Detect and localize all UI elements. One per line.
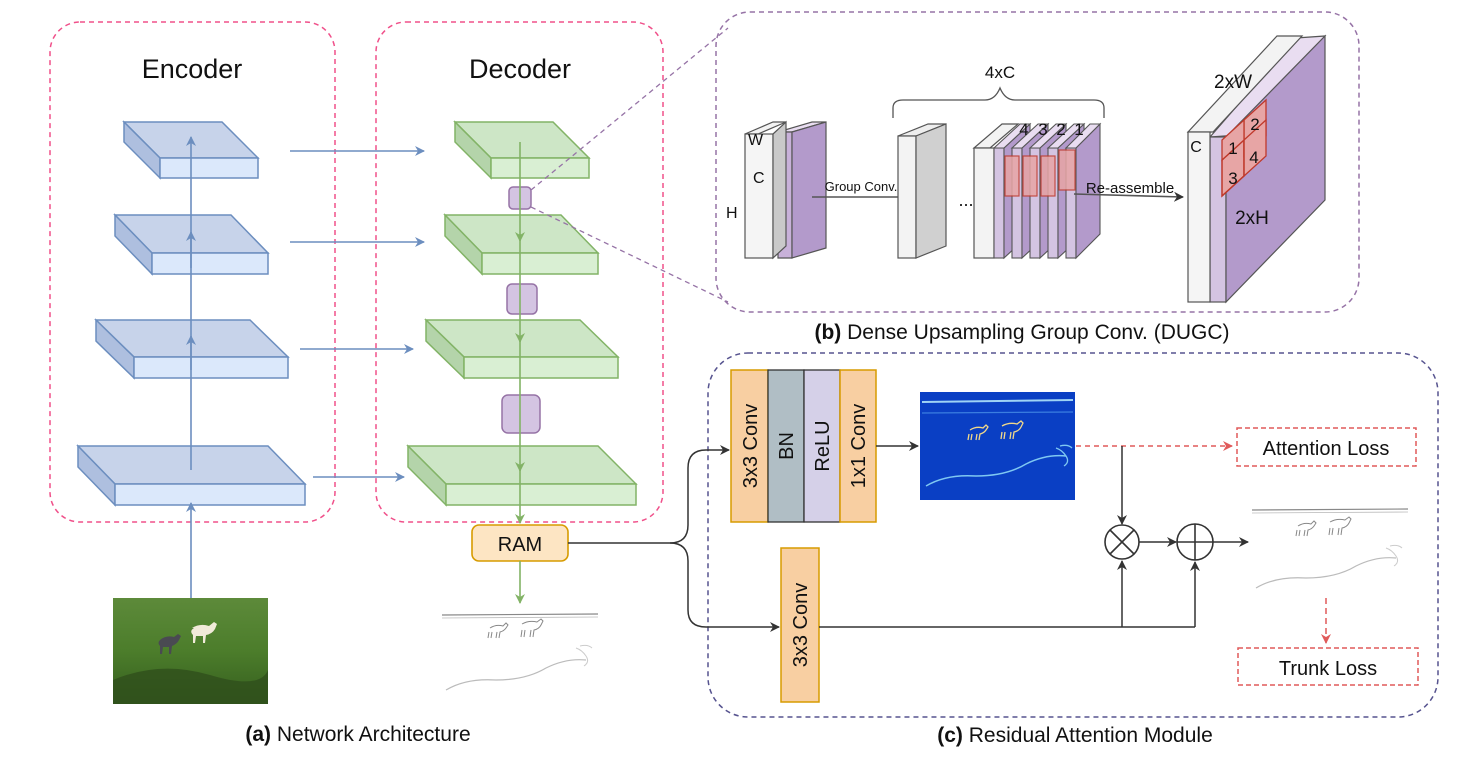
panel-c-residual-attention: 3x3 Conv BN ReLU 1x1 Conv Attention Loss [568,352,1439,747]
output-w-label: 2xW [1214,72,1252,93]
trunk-loss-label: Trunk Loss [1279,658,1377,680]
caption-c: (c) Residual Attention Module [937,724,1213,747]
group-conv-label: Group Conv. [825,179,898,194]
dugc-dashed-box [715,11,1360,313]
input-c-label: C [753,170,765,187]
encoder-title: Encoder [142,54,243,84]
decoder-layer-1 [453,120,591,180]
attention-loss-label: Attention Loss [1263,438,1390,460]
panel-b-dugc: W C H Group Conv. ... 4xC [530,11,1360,344]
output-c-label: C [1190,139,1202,156]
decoder-layer-3 [424,318,620,380]
stacked-tensors [972,122,1102,260]
dugc-block-2 [506,283,538,315]
stack-number-3: 3 [1038,120,1047,139]
encoder-layer-3 [94,318,290,380]
input-photo-horses [113,598,268,704]
conv1x1-block [839,369,877,523]
stack-number-4: 4 [1019,120,1028,139]
brace-label: 4xC [985,63,1015,82]
conv1x1-label: 1x1 Conv [848,404,870,489]
dugc-block-3 [501,394,541,434]
trunk-loss-box [1237,647,1419,686]
ram-label: RAM [498,534,542,556]
relu-block [803,369,841,523]
grid-number-4: 4 [1249,148,1258,167]
panel-a-network-architecture: Encoder Decoder [49,21,664,746]
dots: ... [958,190,973,210]
output-tensor [1186,34,1327,304]
zoom-line-bottom [530,206,729,303]
attention-loss-box [1236,427,1417,467]
intermediate-tensor [897,123,947,259]
input-w-label: W [748,132,764,149]
add-operator [1176,523,1214,561]
ram-dashed-box [707,352,1439,718]
decoder-layer-4 [406,444,638,507]
relu-label: ReLU [812,420,834,471]
caption-a: (a) Network Architecture [245,723,470,746]
grid-number-3: 3 [1228,169,1237,188]
stack-number-2: 2 [1056,120,1065,139]
decoder-title: Decoder [469,54,571,84]
reassemble-label: Re-assemble [1086,180,1174,197]
attention-map-image [920,392,1075,500]
grid-number-1: 1 [1228,139,1237,158]
bn-label: BN [776,432,798,460]
decoder-layer-2 [443,213,600,276]
output-h-label: 2xH [1235,208,1269,229]
ram-to-skip-branch [669,542,780,632]
grid-number-2: 2 [1250,115,1259,134]
encoder-layer-1 [122,120,260,180]
multiply-operator [1104,524,1140,560]
bn-block [767,369,805,523]
skip-conv3x3-block [780,547,820,703]
reassemble-arrow [1073,191,1184,202]
ram-output-edge-map [1250,500,1410,600]
skip-conv3x3-label: 3x3 Conv [790,583,812,668]
conv3x3-label: 3x3 Conv [740,404,762,489]
input-h-label: H [726,205,738,222]
input-tensor [744,120,827,260]
caption-b: (b) Dense Upsampling Group Conv. (DUGC) [814,321,1229,344]
zoom-line-top [530,27,729,191]
conv3x3-block [730,369,769,523]
encoder-dashed-box [49,21,336,523]
output-edge-map [440,605,600,703]
ram-to-main-branch [568,445,730,544]
stack-number-1: 1 [1074,120,1083,139]
brace-4xc [892,86,1105,118]
